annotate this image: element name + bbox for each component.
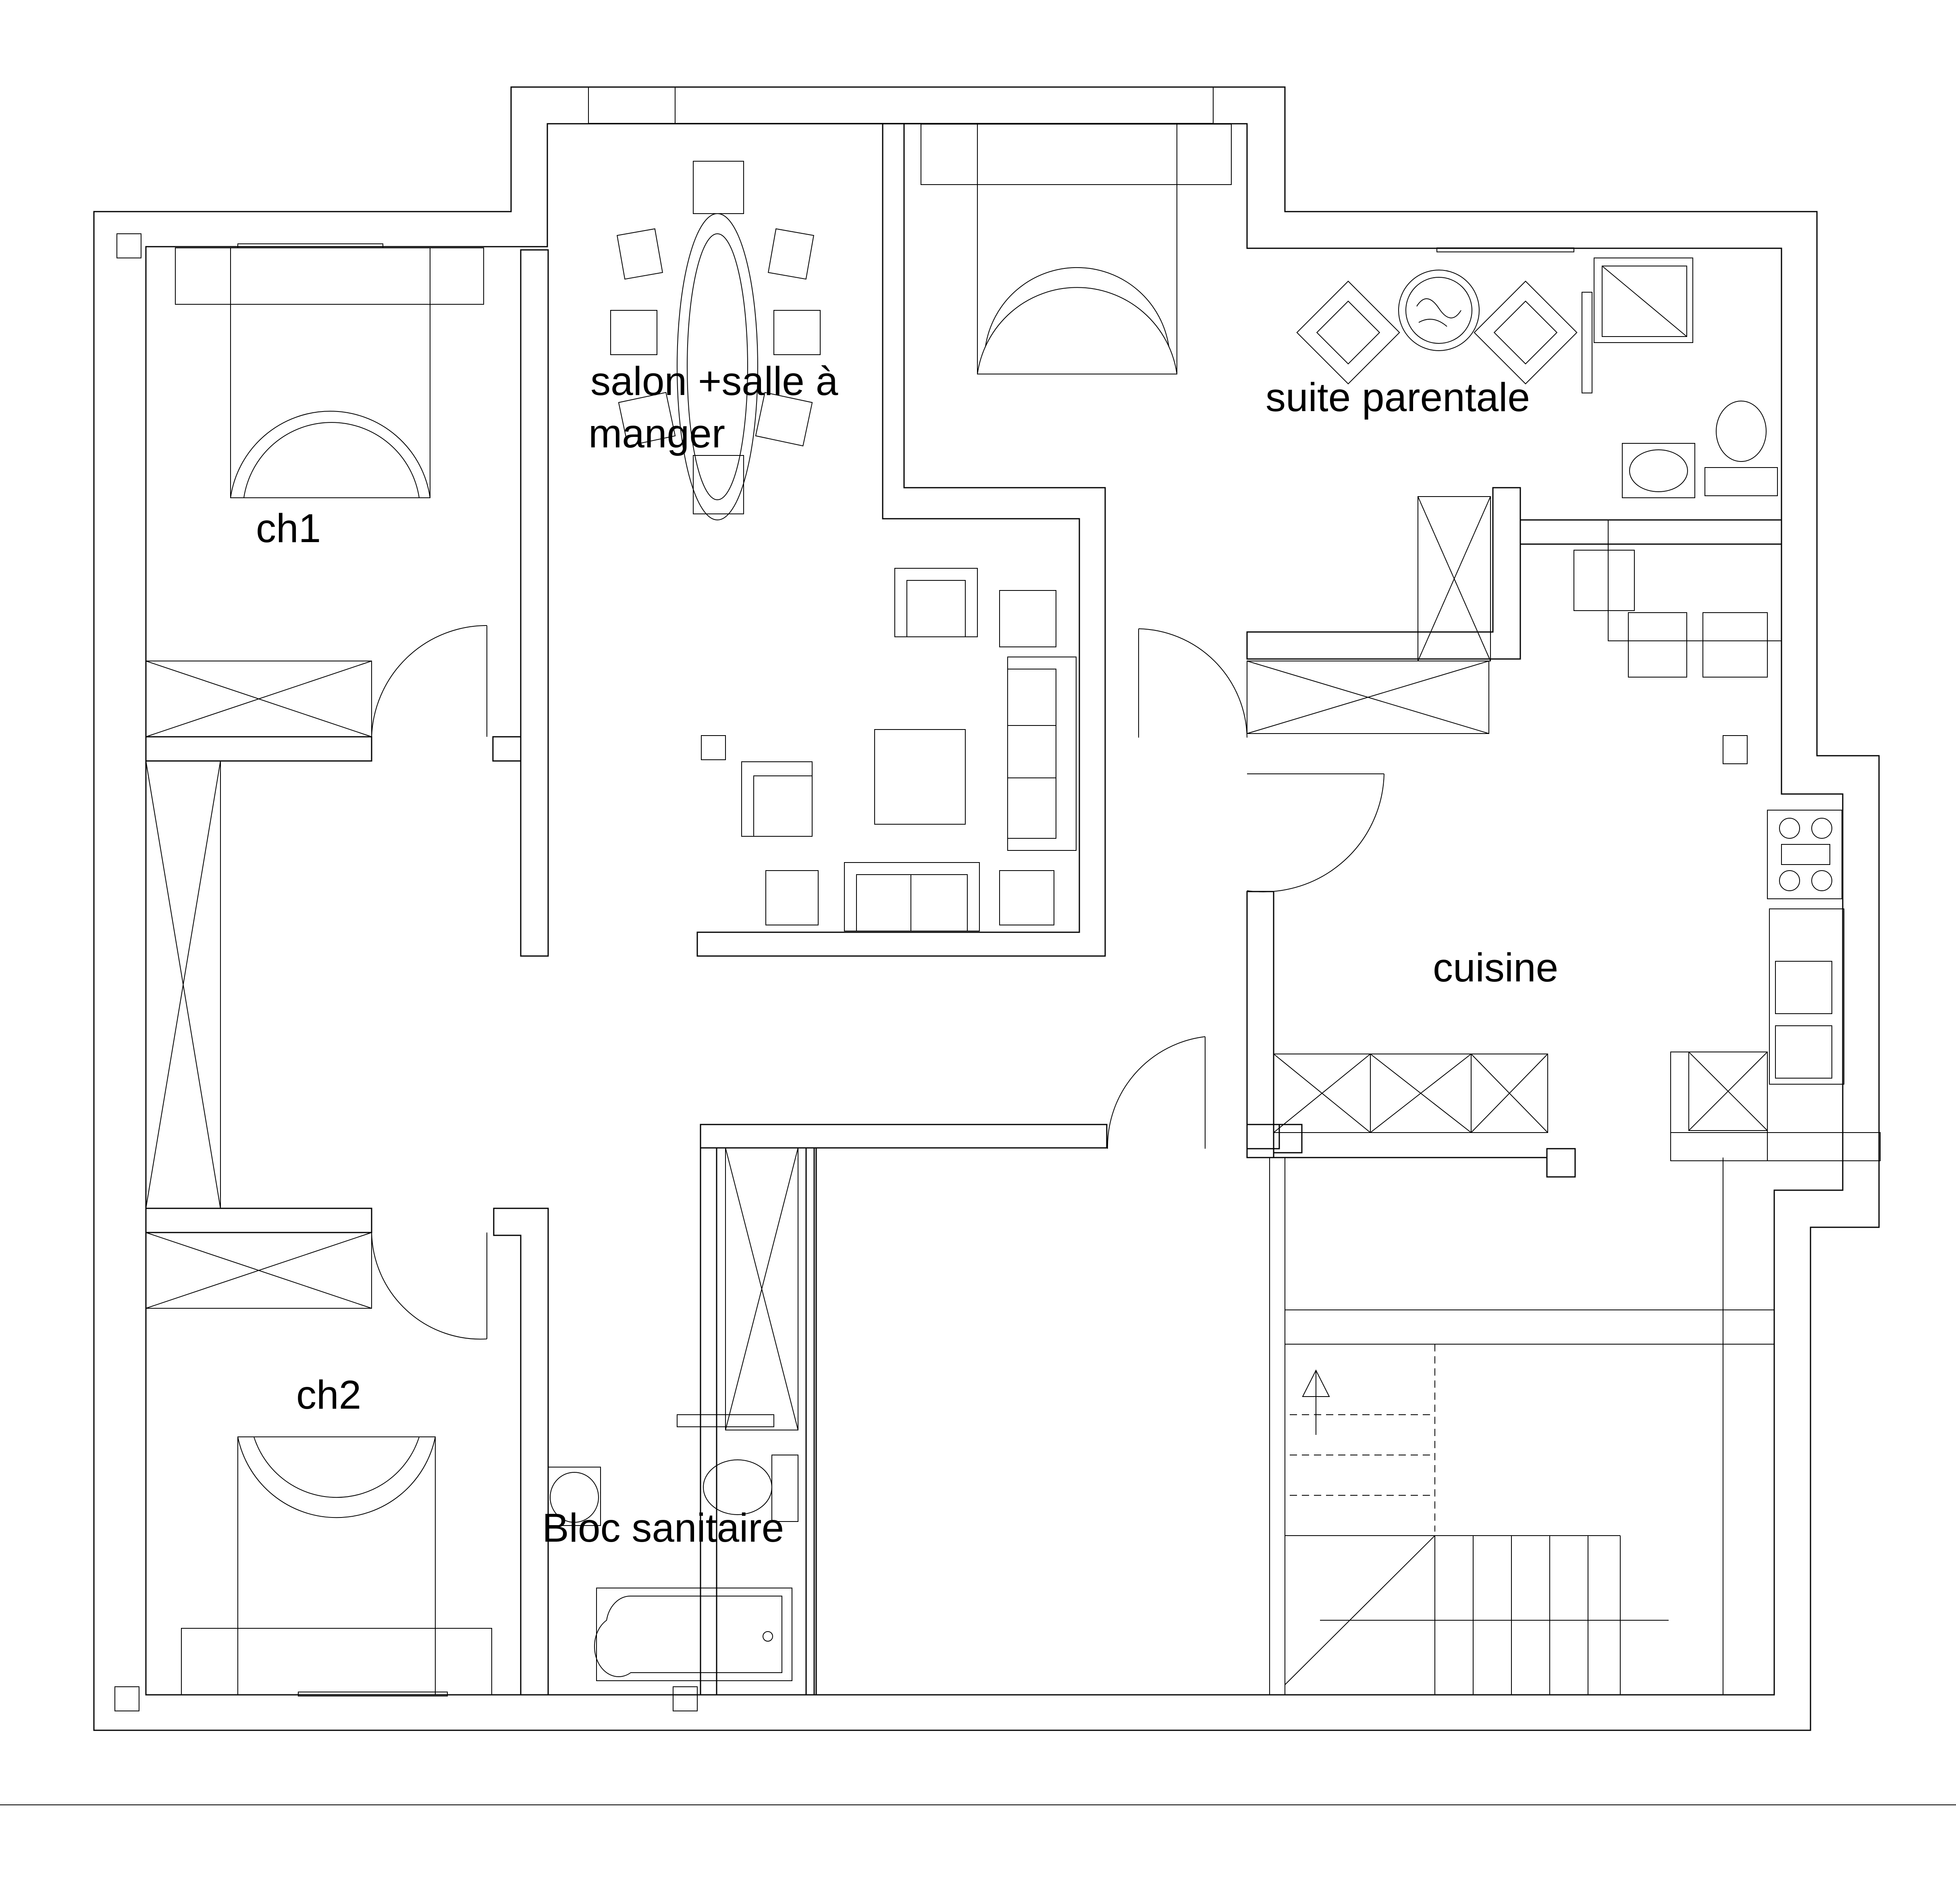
staircase	[1285, 1344, 1669, 1695]
windows	[237, 87, 1574, 1696]
dining-set	[610, 161, 821, 520]
columns	[114, 233, 1748, 1711]
room-label-salon-line1: salon +salle à	[590, 359, 838, 404]
room-label-bloc-sanitaire: Bloc sanitaire	[542, 1505, 784, 1551]
bathroom-fixtures	[548, 1414, 798, 1681]
ch1-bed	[175, 247, 484, 498]
suite-bathroom-fixtures	[1582, 258, 1778, 498]
outer-walls	[93, 86, 1880, 1731]
ch2-bed	[181, 1436, 492, 1695]
room-label-suite: suite parentale	[1266, 375, 1530, 420]
room-label-ch2: ch2	[296, 1372, 361, 1418]
wardrobes	[146, 496, 1548, 1430]
suite-bed	[921, 124, 1232, 374]
room-label-ch1: ch1	[256, 506, 321, 551]
kitchen-fixtures	[1574, 520, 1881, 1161]
living-set	[701, 568, 1077, 931]
suite-furniture	[1296, 270, 1578, 385]
room-label-cuisine: cuisine	[1433, 945, 1558, 990]
room-label-salon-line2: manger	[588, 411, 725, 456]
door-swings	[371, 625, 1384, 1340]
interior-walls	[145, 123, 1782, 1696]
